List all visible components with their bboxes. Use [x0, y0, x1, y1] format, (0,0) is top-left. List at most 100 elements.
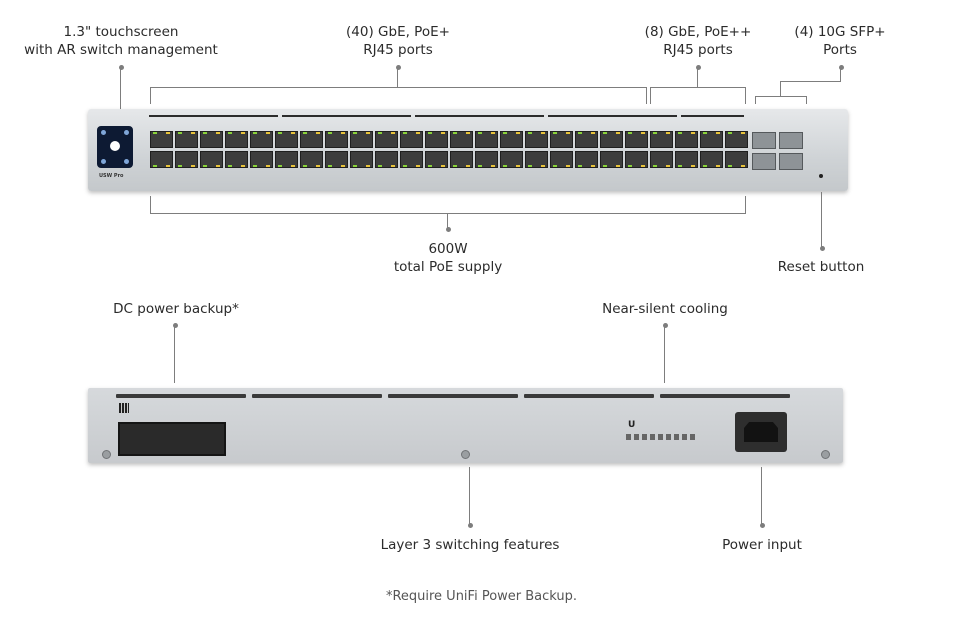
rj45-port[interactable] — [225, 151, 248, 168]
sfp-label: (4) 10G SFP+ Ports — [782, 23, 898, 59]
rj45-port[interactable] — [375, 151, 398, 168]
port-label-bar — [282, 115, 411, 117]
rj45-port[interactable] — [475, 151, 498, 168]
sfp-leader-horizontal — [780, 81, 841, 82]
rj45-port[interactable] — [250, 151, 273, 168]
rj45-port[interactable] — [650, 131, 673, 148]
rj45-port[interactable] — [675, 151, 698, 168]
gbe-poe-plusplus-bracket-left — [650, 87, 651, 104]
sfp-leader — [840, 67, 841, 81]
rj45-port[interactable] — [600, 131, 623, 148]
rj45-port[interactable] — [200, 151, 223, 168]
gbe-poe-plusplus-label-line2: RJ45 ports — [663, 42, 733, 58]
brand-mark: USW Pro — [99, 173, 124, 179]
gbe-poe-plus-leader — [397, 67, 398, 87]
rj45-port[interactable] — [725, 151, 748, 168]
poe-supply-bracket — [150, 213, 746, 214]
reset-label: Reset button — [777, 259, 865, 275]
switch-front-panel: USW Pro — [88, 109, 848, 191]
layer3-leader-dot — [468, 523, 473, 528]
rj45-port[interactable] — [150, 131, 173, 148]
rj45-port[interactable] — [275, 151, 298, 168]
dc-power-connector[interactable] — [118, 422, 226, 456]
rj45-port[interactable] — [575, 131, 598, 148]
sfp-port[interactable] — [752, 153, 776, 170]
poe-supply-label-line2: total PoE supply — [393, 259, 503, 275]
rj45-port[interactable] — [175, 131, 198, 148]
rj45-port[interactable] — [350, 131, 373, 148]
rj45-port[interactable] — [700, 151, 723, 168]
vent-slot — [388, 394, 518, 398]
sfp-bracket-left — [755, 96, 756, 104]
rj45-port[interactable] — [375, 131, 398, 148]
poe-supply-label: 600W total PoE supply — [367, 240, 529, 276]
sfp-bracket-right — [806, 96, 807, 104]
gbe-poe-plusplus-leader — [697, 67, 698, 87]
gbe-poe-plus-bracket-right — [646, 87, 647, 104]
gbe-poe-plus-bracket — [150, 87, 647, 88]
sfp-port[interactable] — [752, 132, 776, 149]
port-label-bar — [415, 115, 544, 117]
rj45-port[interactable] — [700, 131, 723, 148]
rj45-port[interactable] — [425, 151, 448, 168]
rj45-port[interactable] — [325, 151, 348, 168]
layer3-label: Layer 3 switching features — [380, 537, 560, 553]
touchscreen-display[interactable] — [97, 126, 133, 168]
rj45-port[interactable] — [275, 131, 298, 148]
qr-code — [119, 403, 129, 413]
cooling-leader — [664, 325, 665, 383]
touchscreen-center-icon — [110, 141, 120, 151]
rj45-port[interactable] — [300, 131, 323, 148]
rj45-port[interactable] — [250, 131, 273, 148]
rj45-port[interactable] — [425, 131, 448, 148]
rj45-port[interactable] — [550, 151, 573, 168]
screw — [102, 450, 111, 459]
gbe-poe-plus-leader-dot — [396, 65, 401, 70]
touchscreen-icon — [101, 159, 106, 164]
power-input-leader-dot — [760, 523, 765, 528]
rj45-port[interactable] — [550, 131, 573, 148]
rj45-port[interactable] — [150, 151, 173, 168]
rj45-port[interactable] — [625, 151, 648, 168]
rj45-port[interactable] — [525, 131, 548, 148]
sfp-port[interactable] — [779, 132, 803, 149]
sfp-port[interactable] — [779, 153, 803, 170]
ubiquiti-logo: U — [628, 420, 636, 430]
rj45-port[interactable] — [225, 131, 248, 148]
vent-slot — [116, 394, 246, 398]
rj45-port[interactable] — [625, 131, 648, 148]
rj45-port[interactable] — [450, 151, 473, 168]
rj45-port[interactable] — [675, 131, 698, 148]
rj45-port[interactable] — [400, 151, 423, 168]
sfp-label-line1: (4) 10G SFP+ — [794, 24, 886, 40]
gbe-poe-plus-label-line2: RJ45 ports — [363, 42, 433, 58]
rj45-port[interactable] — [325, 131, 348, 148]
rj45-port[interactable] — [475, 131, 498, 148]
reset-button[interactable] — [819, 174, 823, 178]
touchscreen-label: 1.3" touchscreen with AR switch manageme… — [18, 23, 224, 59]
rj45-port[interactable] — [200, 131, 223, 148]
rj45-port[interactable] — [725, 131, 748, 148]
gbe-poe-plusplus-label-line1: (8) GbE, PoE++ — [644, 24, 752, 40]
touchscreen-icon — [124, 130, 129, 135]
reset-leader — [821, 192, 822, 248]
port-label-bar — [681, 115, 744, 117]
rj45-port[interactable] — [500, 151, 523, 168]
poe-supply-bracket-left — [150, 196, 151, 213]
rj45-port[interactable] — [650, 151, 673, 168]
rj45-port-group-3 — [450, 131, 598, 168]
rj45-port[interactable] — [500, 131, 523, 148]
rj45-port[interactable] — [175, 151, 198, 168]
port-label-bar — [548, 115, 677, 117]
cooling-label: Near-silent cooling — [602, 301, 728, 317]
rj45-port[interactable] — [450, 131, 473, 148]
rj45-port[interactable] — [400, 131, 423, 148]
ac-power-inlet[interactable] — [735, 412, 787, 452]
rj45-port[interactable] — [575, 151, 598, 168]
rj45-port[interactable] — [600, 151, 623, 168]
rj45-port[interactable] — [525, 151, 548, 168]
touchscreen-label-line1: 1.3" touchscreen — [63, 24, 179, 40]
rj45-port[interactable] — [300, 151, 323, 168]
cooling-leader-dot — [663, 323, 668, 328]
rj45-port[interactable] — [350, 151, 373, 168]
